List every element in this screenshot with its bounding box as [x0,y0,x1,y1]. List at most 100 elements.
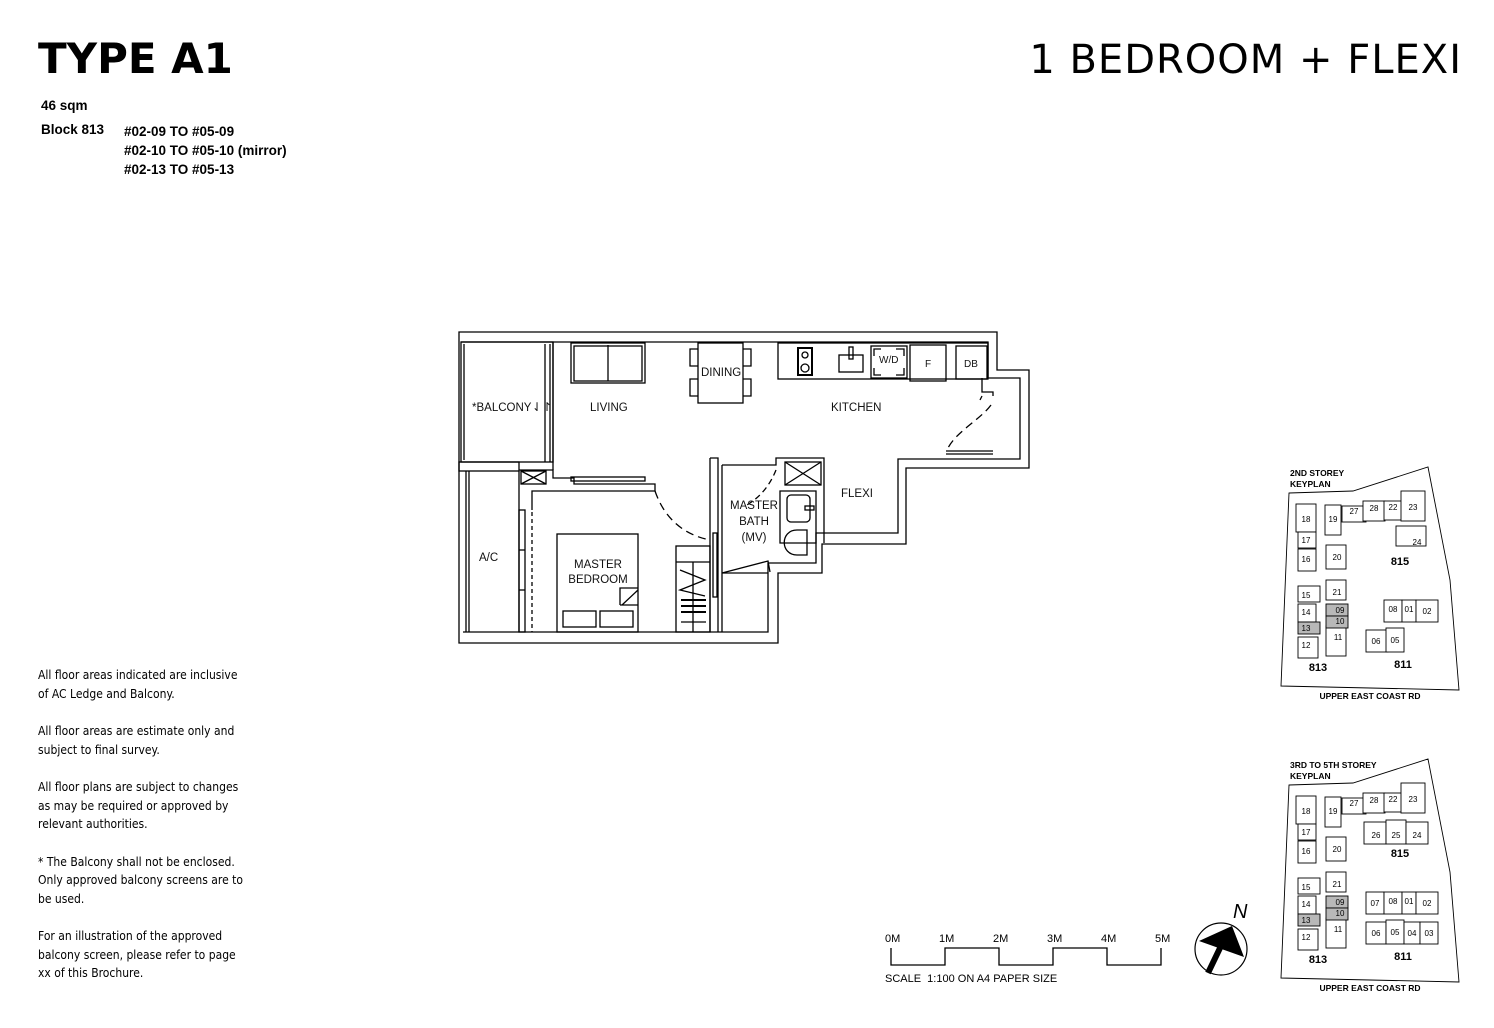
svg-text:01: 01 [1405,897,1414,906]
room-label-ac: A/C [479,552,498,564]
svg-text:3RD TO 5TH STOREY: 3RD TO 5TH STOREY [1290,760,1377,770]
room-label-living: LIVING [590,402,628,414]
svg-text:813: 813 [1309,954,1327,966]
room-label-dining: DINING [701,367,741,379]
room-label-balcony: *BALCONY [472,402,532,414]
svg-text:27: 27 [1350,799,1359,808]
svg-text:24: 24 [1413,831,1422,840]
svg-text:811: 811 [1394,659,1412,671]
scale-tick: 1M [939,933,954,945]
svg-text:05: 05 [1391,636,1400,645]
svg-text:17: 17 [1302,828,1311,837]
svg-text:26: 26 [1372,831,1381,840]
scale-tick: 2M [993,933,1008,945]
svg-text:02: 02 [1423,607,1432,616]
unit-type-title: TYPE A1 [38,34,233,83]
svg-text:03: 03 [1425,929,1434,938]
svg-text:18: 18 [1302,807,1311,816]
svg-text:UPPER EAST COAST RD: UPPER EAST COAST RD [1319,691,1420,701]
svg-text:14: 14 [1302,900,1311,909]
room-label-master-bath-2: BATH [739,516,769,528]
note: For an illustration of the approved balc… [38,929,236,980]
unit-range-list: #02-09 TO #05-09 #02-10 TO #05-10 (mirro… [124,122,287,179]
svg-text:KEYPLAN: KEYPLAN [1290,771,1331,781]
svg-text:18: 18 [1302,515,1311,524]
svg-text:28: 28 [1370,504,1379,513]
note: All floor areas indicated are inclusive … [38,668,238,701]
svg-text:815: 815 [1391,848,1409,860]
svg-text:23: 23 [1409,795,1418,804]
disclaimer-notes: All floor areas indicated are inclusive … [38,666,245,1002]
svg-text:813: 813 [1309,662,1327,674]
unit-range: #02-09 TO #05-09 [124,124,235,139]
svg-text:20: 20 [1333,845,1342,854]
fixture-fridge: F [925,359,931,370]
svg-text:08: 08 [1389,605,1398,614]
svg-text:14: 14 [1302,608,1311,617]
block-label: Block 813 [41,122,105,137]
room-label-flexi: FLEXI [841,488,873,500]
svg-text:22: 22 [1389,795,1398,804]
svg-text:06: 06 [1372,929,1381,938]
svg-text:15: 15 [1302,883,1311,892]
svg-text:11: 11 [1334,633,1343,642]
svg-text:23: 23 [1409,503,1418,512]
svg-text:21: 21 [1333,880,1342,889]
scale-tick: 5M [1155,933,1170,945]
svg-text:09: 09 [1336,898,1345,907]
scale-bar: 0M 1M 2M 3M 4M 5M SCALE 1:100 ON A4 PAPE… [885,933,1170,985]
room-label-master-bath: MASTER [730,500,778,512]
keyplan-3rd-5th-storey: 3RD TO 5TH STOREY KEYPLAN [1280,758,1460,993]
svg-text:06: 06 [1372,637,1381,646]
svg-text:10: 10 [1336,909,1345,918]
svg-text:811: 811 [1394,951,1412,963]
fixture-washer-dryer: W/D [879,355,898,366]
svg-text:12: 12 [1302,933,1311,942]
svg-text:KEYPLAN: KEYPLAN [1290,479,1331,489]
svg-text:12: 12 [1302,641,1311,650]
scale-tick: 4M [1101,933,1116,945]
svg-text:2ND STOREY: 2ND STOREY [1290,468,1344,478]
svg-text:20: 20 [1333,553,1342,562]
svg-text:815: 815 [1391,556,1409,568]
north-arrow-icon: N [1194,901,1248,976]
svg-text:11: 11 [1334,925,1343,934]
room-label-master-bedroom-2: BEDROOM [568,574,627,586]
svg-text:13: 13 [1302,916,1311,925]
room-label-kitchen: KITCHEN [831,402,881,414]
unit-range: #02-13 TO #05-13 [124,162,235,177]
svg-text:UPPER EAST COAST RD: UPPER EAST COAST RD [1319,983,1420,993]
unit-area: 46 sqm [41,98,88,113]
svg-text:02: 02 [1423,899,1432,908]
svg-text:22: 22 [1389,503,1398,512]
svg-text:01: 01 [1405,605,1414,614]
svg-text:⇃↾: ⇃↾ [532,400,552,414]
note: All floor plans are subject to changes a… [38,780,239,831]
svg-text:17: 17 [1302,536,1311,545]
unit-range: #02-10 TO #05-10 (mirror) [124,143,287,158]
note: * The Balcony shall not be enclosed. Onl… [38,854,244,906]
svg-text:24: 24 [1413,538,1422,547]
scale-tick: 3M [1047,933,1062,945]
svg-text:19: 19 [1329,515,1338,524]
north-label: N [1233,901,1248,923]
svg-text:16: 16 [1302,847,1311,856]
room-label-master-bath-3: (MV) [742,532,767,544]
svg-text:15: 15 [1302,591,1311,600]
svg-text:21: 21 [1333,588,1342,597]
svg-text:08: 08 [1389,897,1398,906]
svg-text:07: 07 [1371,899,1380,908]
scale-tick: 0M [885,933,900,945]
note: All floor areas are estimate only and su… [38,724,235,757]
svg-text:09: 09 [1336,606,1345,615]
svg-text:16: 16 [1302,555,1311,564]
room-label-master-bedroom: MASTER [574,559,622,571]
svg-text:10: 10 [1336,617,1345,626]
svg-text:28: 28 [1370,796,1379,805]
svg-text:19: 19 [1329,807,1338,816]
unit-config-title: 1 BEDROOM + FLEXI [1029,37,1462,83]
svg-text:25: 25 [1392,831,1401,840]
fixture-db: DB [964,359,978,370]
keyplan-2nd-storey: 2ND STOREY KEYPLAN [1280,466,1460,701]
